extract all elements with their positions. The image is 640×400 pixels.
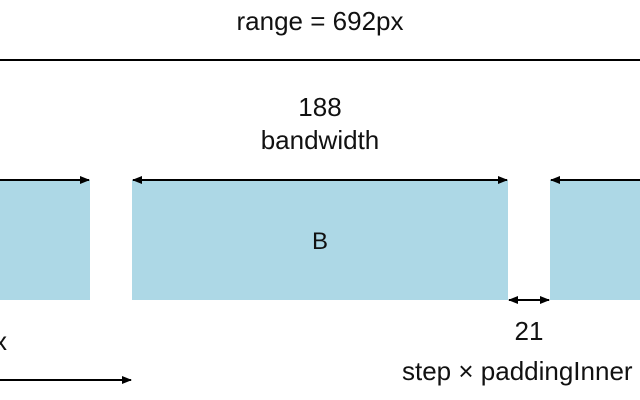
band-b — [132, 180, 508, 300]
step-label-fragment: x — [0, 326, 7, 356]
range-label: range = 692px — [237, 6, 404, 36]
padding-value: 21 — [515, 316, 544, 346]
padding-label: step × paddingInner — [402, 356, 633, 386]
band-right — [550, 180, 640, 300]
band-b-label: B — [312, 228, 328, 255]
band-left — [0, 180, 90, 300]
bandwidth-label: bandwidth — [261, 125, 380, 155]
bandwidth-value: 188 — [298, 92, 341, 122]
